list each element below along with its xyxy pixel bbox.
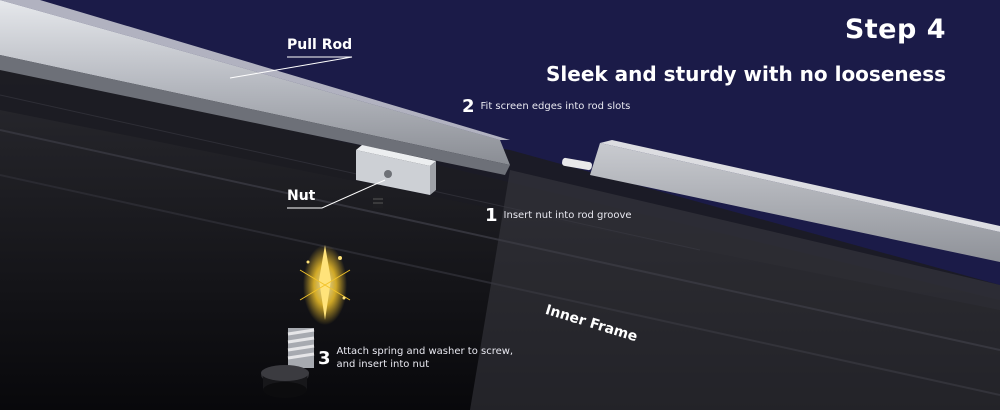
step-text-line: Attach spring and washer to screw, bbox=[336, 346, 514, 357]
step-text: Fit screen edges into rod slots bbox=[480, 101, 631, 112]
pull-rod-body bbox=[0, 0, 510, 165]
step-2: 2 Fit screen edges into rod slots bbox=[462, 96, 630, 117]
step-1: 1 Insert nut into rod groove bbox=[485, 205, 632, 226]
step-number: 3 bbox=[318, 347, 331, 369]
spring-screw bbox=[261, 328, 315, 398]
step-text-line: and insert into nut bbox=[336, 359, 430, 370]
step-text: Insert nut into rod groove bbox=[503, 210, 632, 221]
frame-highlight bbox=[470, 170, 1000, 410]
nut-block bbox=[356, 145, 436, 195]
step-text: Attach spring and washer to screw, and in… bbox=[337, 345, 527, 371]
step-3: 3 Attach spring and washer to screw, and i… bbox=[318, 345, 527, 371]
step-number: 1 bbox=[485, 205, 498, 226]
nut-leader bbox=[287, 179, 386, 209]
step-number: 2 bbox=[462, 96, 475, 117]
pull-rod-leader bbox=[229, 56, 353, 79]
pull-rod-right-segment bbox=[590, 143, 1000, 262]
page-subtitle: Sleek and sturdy with no looseness bbox=[546, 62, 946, 86]
small-screw bbox=[373, 196, 383, 208]
spark-effect bbox=[299, 245, 351, 325]
pull-rod-label: Pull Rod bbox=[287, 37, 353, 53]
nut-label: Nut bbox=[287, 188, 316, 204]
page-title: Step 4 bbox=[844, 14, 946, 45]
connector-pin bbox=[562, 157, 592, 171]
